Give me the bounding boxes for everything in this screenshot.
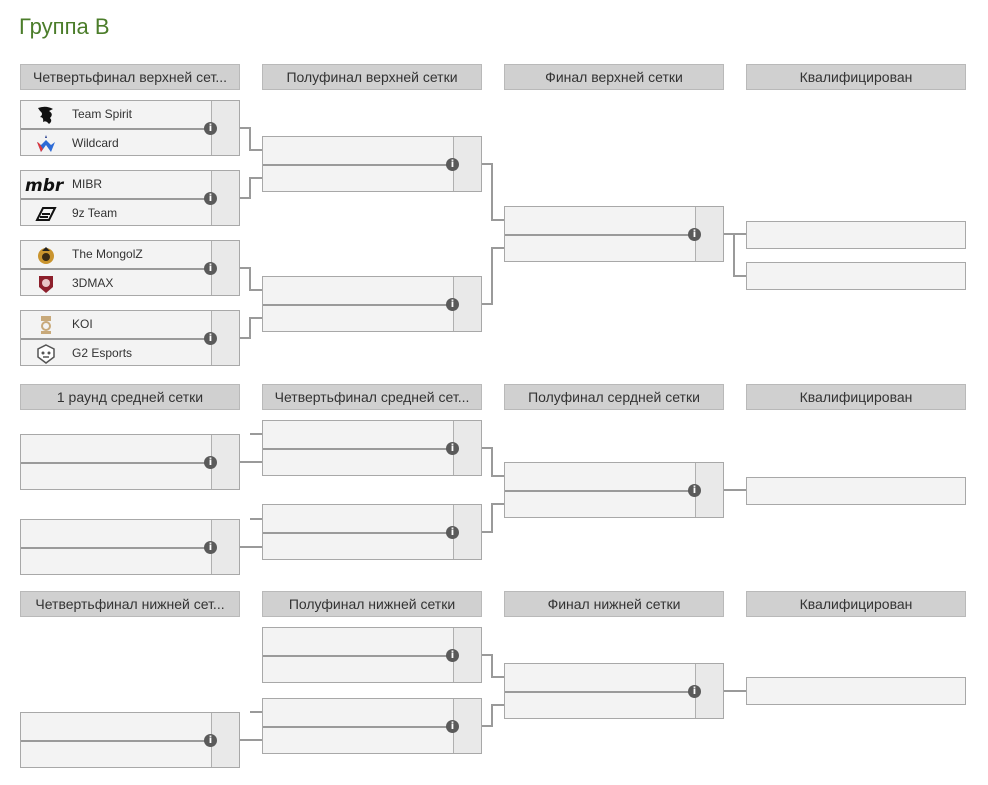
team-row[interactable]: G2 Esports (21, 340, 211, 367)
info-icon[interactable]: i (688, 685, 701, 698)
header-middle-round1: 1 раунд средней сетки (20, 384, 240, 410)
match-divider (21, 740, 211, 742)
team-row[interactable]: KOI (21, 311, 211, 338)
match-divider (263, 655, 453, 657)
info-icon[interactable]: i (446, 298, 459, 311)
lower-qf-match[interactable]: i (20, 712, 240, 768)
team-name: KOI (72, 317, 93, 331)
match-divider (263, 448, 453, 450)
wildcard-logo (37, 135, 55, 152)
9z-team-logo (35, 207, 57, 221)
team-row[interactable]: The MongolZ (21, 241, 211, 268)
team-row[interactable]: 9z Team (21, 200, 211, 227)
team-row[interactable]: Wildcard (21, 130, 211, 157)
header-lower-qualified: Квалифицирован (746, 591, 966, 617)
match-divider (505, 490, 695, 492)
info-icon[interactable]: i (446, 526, 459, 539)
match-divider (21, 268, 211, 270)
upper-sf-match-1[interactable]: i (262, 136, 482, 192)
lower-sf-match-2[interactable]: i (262, 698, 482, 754)
match-divider (263, 532, 453, 534)
team-row[interactable]: Team Spirit (21, 101, 211, 128)
header-middle-quarterfinal: Четвертьфинал средней сет... (262, 384, 482, 410)
middle-r1-match-2[interactable]: i (20, 519, 240, 575)
team-row[interactable]: 3DMAX (21, 270, 211, 297)
info-icon[interactable]: i (204, 734, 217, 747)
match-divider (21, 547, 211, 549)
middle-qualified-slot[interactable] (746, 477, 966, 505)
team-spirit-logo (38, 106, 53, 124)
info-icon[interactable]: i (688, 228, 701, 241)
match-divider (21, 198, 211, 200)
info-icon[interactable]: i (204, 192, 217, 205)
upper-sf-match-2[interactable]: i (262, 276, 482, 332)
match-divider (21, 128, 211, 130)
info-icon[interactable]: i (446, 720, 459, 733)
upper-qualified-slot-2[interactable] (746, 262, 966, 290)
lower-sf-match-1[interactable]: i (262, 627, 482, 683)
upper-final-match[interactable]: i (504, 206, 724, 262)
info-icon[interactable]: i (204, 262, 217, 275)
upper-qf-match-1[interactable]: Team Spirit Wildcard i (20, 100, 240, 156)
header-middle-qualified: Квалифицирован (746, 384, 966, 410)
info-icon[interactable]: i (446, 442, 459, 455)
match-divider (21, 338, 211, 340)
team-name: 3DMAX (72, 276, 114, 290)
middle-qf-match-2[interactable]: i (262, 504, 482, 560)
header-upper-qualified: Квалифицирован (746, 64, 966, 90)
team-name: The MongolZ (72, 247, 143, 261)
3dmax-logo (39, 276, 53, 293)
middle-sf-match[interactable]: i (504, 462, 724, 518)
middle-qf-match-1[interactable]: i (262, 420, 482, 476)
the-mongolz-logo (38, 247, 54, 264)
lower-final-match[interactable]: i (504, 663, 724, 719)
header-lower-quarterfinal: Четвертьфинал нижней сет... (20, 591, 240, 617)
team-name: MIBR (72, 177, 102, 191)
header-upper-semifinal: Полуфинал верхней сетки (262, 64, 482, 90)
team-name: Team Spirit (72, 107, 133, 121)
koi-logo (41, 316, 51, 334)
mibr-logo: mbr (25, 176, 65, 195)
header-upper-quarterfinal: Четвертьфинал верхней сет... (20, 64, 240, 90)
g2-esports-logo (37, 344, 55, 364)
group-title: Группа B (19, 14, 110, 39)
header-middle-semifinal: Полуфинал сердней сетки (504, 384, 724, 410)
match-divider (263, 164, 453, 166)
header-lower-final: Финал нижней сетки (504, 591, 724, 617)
match-divider (505, 691, 695, 693)
lower-qualified-slot[interactable] (746, 677, 966, 705)
info-icon[interactable]: i (204, 456, 217, 469)
team-row[interactable]: mbr MIBR (21, 171, 211, 198)
match-divider (263, 304, 453, 306)
match-divider (21, 462, 211, 464)
match-divider (263, 726, 453, 728)
upper-qf-match-3[interactable]: The MongolZ 3DMAX i (20, 240, 240, 296)
header-lower-semifinal: Полуфинал нижней сетки (262, 591, 482, 617)
upper-qf-match-2[interactable]: mbr MIBR 9z Team i (20, 170, 240, 226)
team-name: G2 Esports (72, 346, 133, 360)
header-upper-final: Финал верхней сетки (504, 64, 724, 90)
info-icon[interactable]: i (204, 541, 217, 554)
svg-text:mbr: mbr (25, 176, 65, 195)
team-name: 9z Team (72, 206, 118, 220)
match-divider (505, 234, 695, 236)
info-icon[interactable]: i (446, 649, 459, 662)
info-icon[interactable]: i (688, 484, 701, 497)
info-icon[interactable]: i (204, 332, 217, 345)
team-name: Wildcard (72, 136, 119, 150)
middle-r1-match-1[interactable]: i (20, 434, 240, 490)
info-icon[interactable]: i (204, 122, 217, 135)
info-icon[interactable]: i (446, 158, 459, 171)
upper-qualified-slot-1[interactable] (746, 221, 966, 249)
upper-qf-match-4[interactable]: KOI G2 Esports i (20, 310, 240, 366)
